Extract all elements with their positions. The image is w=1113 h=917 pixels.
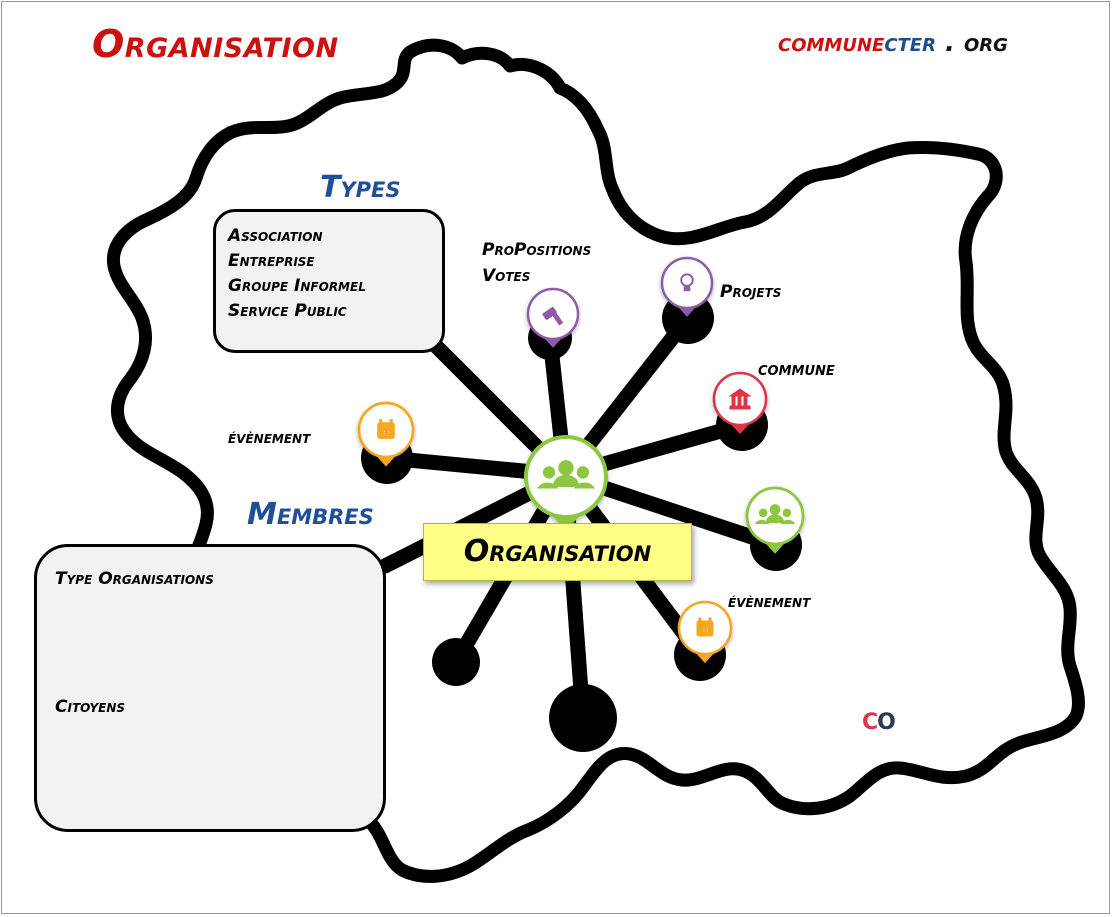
- type-item-entreprise: Entreprise: [228, 251, 315, 271]
- co-logo-c: C: [862, 710, 878, 735]
- brand-part-3: . org: [935, 28, 1008, 58]
- citoyens-label: Citoyens: [55, 697, 126, 717]
- type-item-groupe-informel: Groupe Informel: [228, 276, 366, 296]
- co-logo: CO: [862, 710, 896, 735]
- center-organisation-pin[interactable]: [524, 435, 608, 531]
- brand-part-2: cter: [884, 28, 936, 58]
- organisation-right-pin[interactable]: [745, 486, 805, 554]
- evenement-left-label: évènement: [228, 428, 311, 448]
- evenement-right-pin[interactable]: [677, 600, 733, 664]
- center-organisation-label: Organisation: [423, 523, 692, 581]
- membres-box: Type Organisations Citoyens: [34, 544, 386, 832]
- brand-part-1: commune: [778, 28, 885, 58]
- propositions-label: ProPositions: [482, 240, 592, 260]
- calendar-icon: [377, 419, 395, 439]
- types-heading: Types: [320, 170, 401, 205]
- page-title: Organisation: [92, 22, 339, 66]
- co-logo-o: O: [877, 710, 896, 735]
- votes-label: Votes: [482, 266, 531, 286]
- brand-logo: communecter . org: [778, 28, 1008, 58]
- propositions-pin[interactable]: [526, 287, 580, 348]
- types-box: Association Entreprise Groupe Informel S…: [213, 209, 445, 353]
- projets-pin[interactable]: [660, 256, 714, 317]
- spoke-bottom-left-hub: [432, 638, 480, 686]
- type-item-association: Association: [228, 226, 323, 246]
- commune-pin[interactable]: [712, 371, 768, 435]
- territory-outline: [106, 38, 1085, 883]
- membres-heading: Membres: [247, 497, 374, 532]
- evenement-left-pin[interactable]: [357, 401, 415, 467]
- evenement-right-label: évènement: [728, 592, 811, 612]
- projets-label: Projets: [720, 282, 782, 302]
- calendar-icon: [696, 617, 714, 637]
- type-item-service-public: Service Public: [228, 301, 347, 321]
- commune-label: commune: [758, 358, 835, 380]
- type-organisations-label: Type Organisations: [55, 569, 214, 589]
- spoke-bottom-hub: [549, 684, 617, 752]
